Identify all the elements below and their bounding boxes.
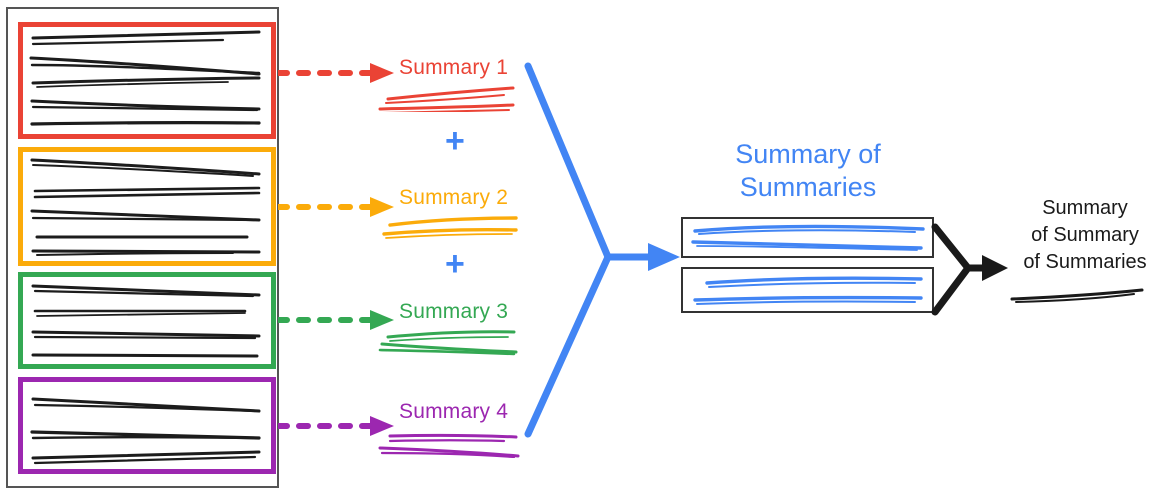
document-scribbles-green [31,284,261,358]
final-summary-scribble [1008,285,1148,310]
summary-scribbles-2 [376,212,521,247]
summary-scribbles-1 [376,82,521,117]
document-group-red[interactable] [18,22,276,139]
final-title-line-3: of Summaries [1023,251,1147,273]
dashed-arrow-green [275,307,396,333]
final-summary-title: Summary of Summary of Summaries [1000,195,1170,276]
blue-merge-arrow [522,60,682,445]
summary-of-summaries-box-1[interactable] [681,217,934,258]
summary-of-summaries-box-2[interactable] [681,267,934,313]
dashed-arrow-orange [275,194,396,220]
black-merge-arrow [930,222,1010,322]
sos-title-line-1: Summary of [735,139,881,169]
summary-label-1: Summary 1 [399,56,509,79]
plus-icon-2: + [445,245,465,283]
final-title-line-2: of Summary [1031,224,1139,246]
document-scribbles-purple [30,397,261,465]
dashed-arrow-purple [275,413,396,439]
final-title-line-1: Summary [1042,197,1128,219]
sos-title-line-2: Summaries [739,172,877,202]
document-scribbles-orange [30,158,261,256]
sos-scribbles-2 [693,276,923,305]
dashed-arrow-red [275,60,396,86]
summary-of-summaries-title: Summary of Summaries [668,138,948,204]
summary-label-2: Summary 2 [399,186,509,209]
document-collection-frame [6,7,279,488]
summary-scribbles-3 [376,326,521,361]
sos-scribbles-1 [691,224,925,251]
document-group-orange[interactable] [18,147,276,266]
document-group-purple[interactable] [18,377,276,474]
summary-scribbles-4 [376,426,526,463]
summary-label-4: Summary 4 [399,400,509,423]
document-scribbles-red [29,30,261,126]
document-group-green[interactable] [18,272,276,369]
summary-label-3: Summary 3 [399,300,509,323]
plus-icon-1: + [445,122,465,160]
